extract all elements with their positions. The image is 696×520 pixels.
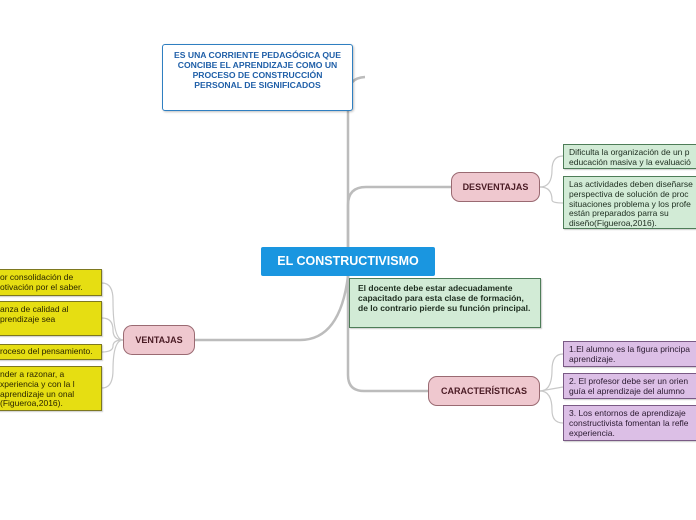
definition-text: ES UNA CORRIENTE PEDAGÓGICA QUE CONCIBE … (174, 50, 341, 90)
caracteristicas-topic[interactable]: CARACTERÍSTICAS (428, 376, 540, 406)
desventaja-item-text: Dificulta la organización de un p educac… (569, 147, 691, 167)
central-topic[interactable]: EL CONSTRUCTIVISMO (261, 247, 435, 276)
ventaja-item[interactable]: anza de calidad al prendizaje sea (0, 301, 102, 336)
caracteristica-item[interactable]: 2. El profesor debe ser un orien guía el… (563, 373, 696, 399)
caracteristica-item-text: 3. Los entornos de aprendizaje construct… (569, 408, 689, 438)
leaf-line-ven-3 (101, 339, 124, 353)
leaf-line-desv-1 (539, 155, 564, 188)
caracteristica-item[interactable]: 3. Los entornos de aprendizaje construct… (563, 405, 696, 441)
caracteristicas-label: CARACTERÍSTICAS (440, 385, 527, 396)
caracteristica-item-text: 2. El profesor debe ser un orien guía el… (569, 376, 689, 396)
desventajas-label: DESVENTAJAS (462, 181, 529, 192)
ventaja-item-text: anza de calidad al prendizaje sea (0, 304, 69, 324)
leaf-line-car-1 (539, 353, 564, 392)
ventaja-item-text: nder a razonar, a xperiencia y con la l … (0, 369, 75, 409)
desventaja-item[interactable]: Dificulta la organización de un p educac… (563, 144, 696, 169)
branch-ventajas (195, 275, 350, 342)
caracteristica-item-text: 1.El alumno es la figura principa aprend… (569, 344, 690, 364)
ventajas-topic[interactable]: VENTAJAS (123, 325, 195, 355)
ventaja-item-text: roceso del pensamiento. (0, 346, 93, 356)
branch-desventajas (346, 185, 451, 247)
leaf-line-ven-4 (101, 339, 124, 389)
ventaja-item[interactable]: roceso del pensamiento. (0, 344, 102, 360)
docente-text: El docente debe estar adecuadamente capa… (358, 283, 531, 313)
desventaja-item[interactable]: Las actividades deben diseñarse perspect… (563, 176, 696, 229)
definition-topic[interactable]: ES UNA CORRIENTE PEDAGÓGICA QUE CONCIBE … (162, 44, 353, 111)
leaf-line-ven-2 (101, 317, 124, 341)
leaf-line-desv-2 (539, 186, 564, 204)
docente-topic[interactable]: El docente debe estar adecuadamente capa… (349, 278, 541, 328)
ventaja-item[interactable]: or consolidación de otivación por el sab… (0, 269, 102, 296)
leaf-line-car-3 (539, 390, 564, 424)
ventaja-item-text: or consolidación de otivación por el sab… (0, 272, 83, 292)
desventajas-topic[interactable]: DESVENTAJAS (451, 172, 540, 202)
leaf-line-ven-1 (101, 282, 124, 341)
desventaja-item-text: Las actividades deben diseñarse perspect… (569, 179, 693, 229)
leaf-line-car-2 (539, 386, 564, 392)
ventaja-item[interactable]: nder a razonar, a xperiencia y con la l … (0, 366, 102, 411)
caracteristica-item[interactable]: 1.El alumno es la figura principa aprend… (563, 341, 696, 367)
ventajas-label: VENTAJAS (135, 334, 183, 345)
central-topic-label: EL CONSTRUCTIVISMO (277, 254, 419, 269)
trunk-down (346, 276, 428, 393)
